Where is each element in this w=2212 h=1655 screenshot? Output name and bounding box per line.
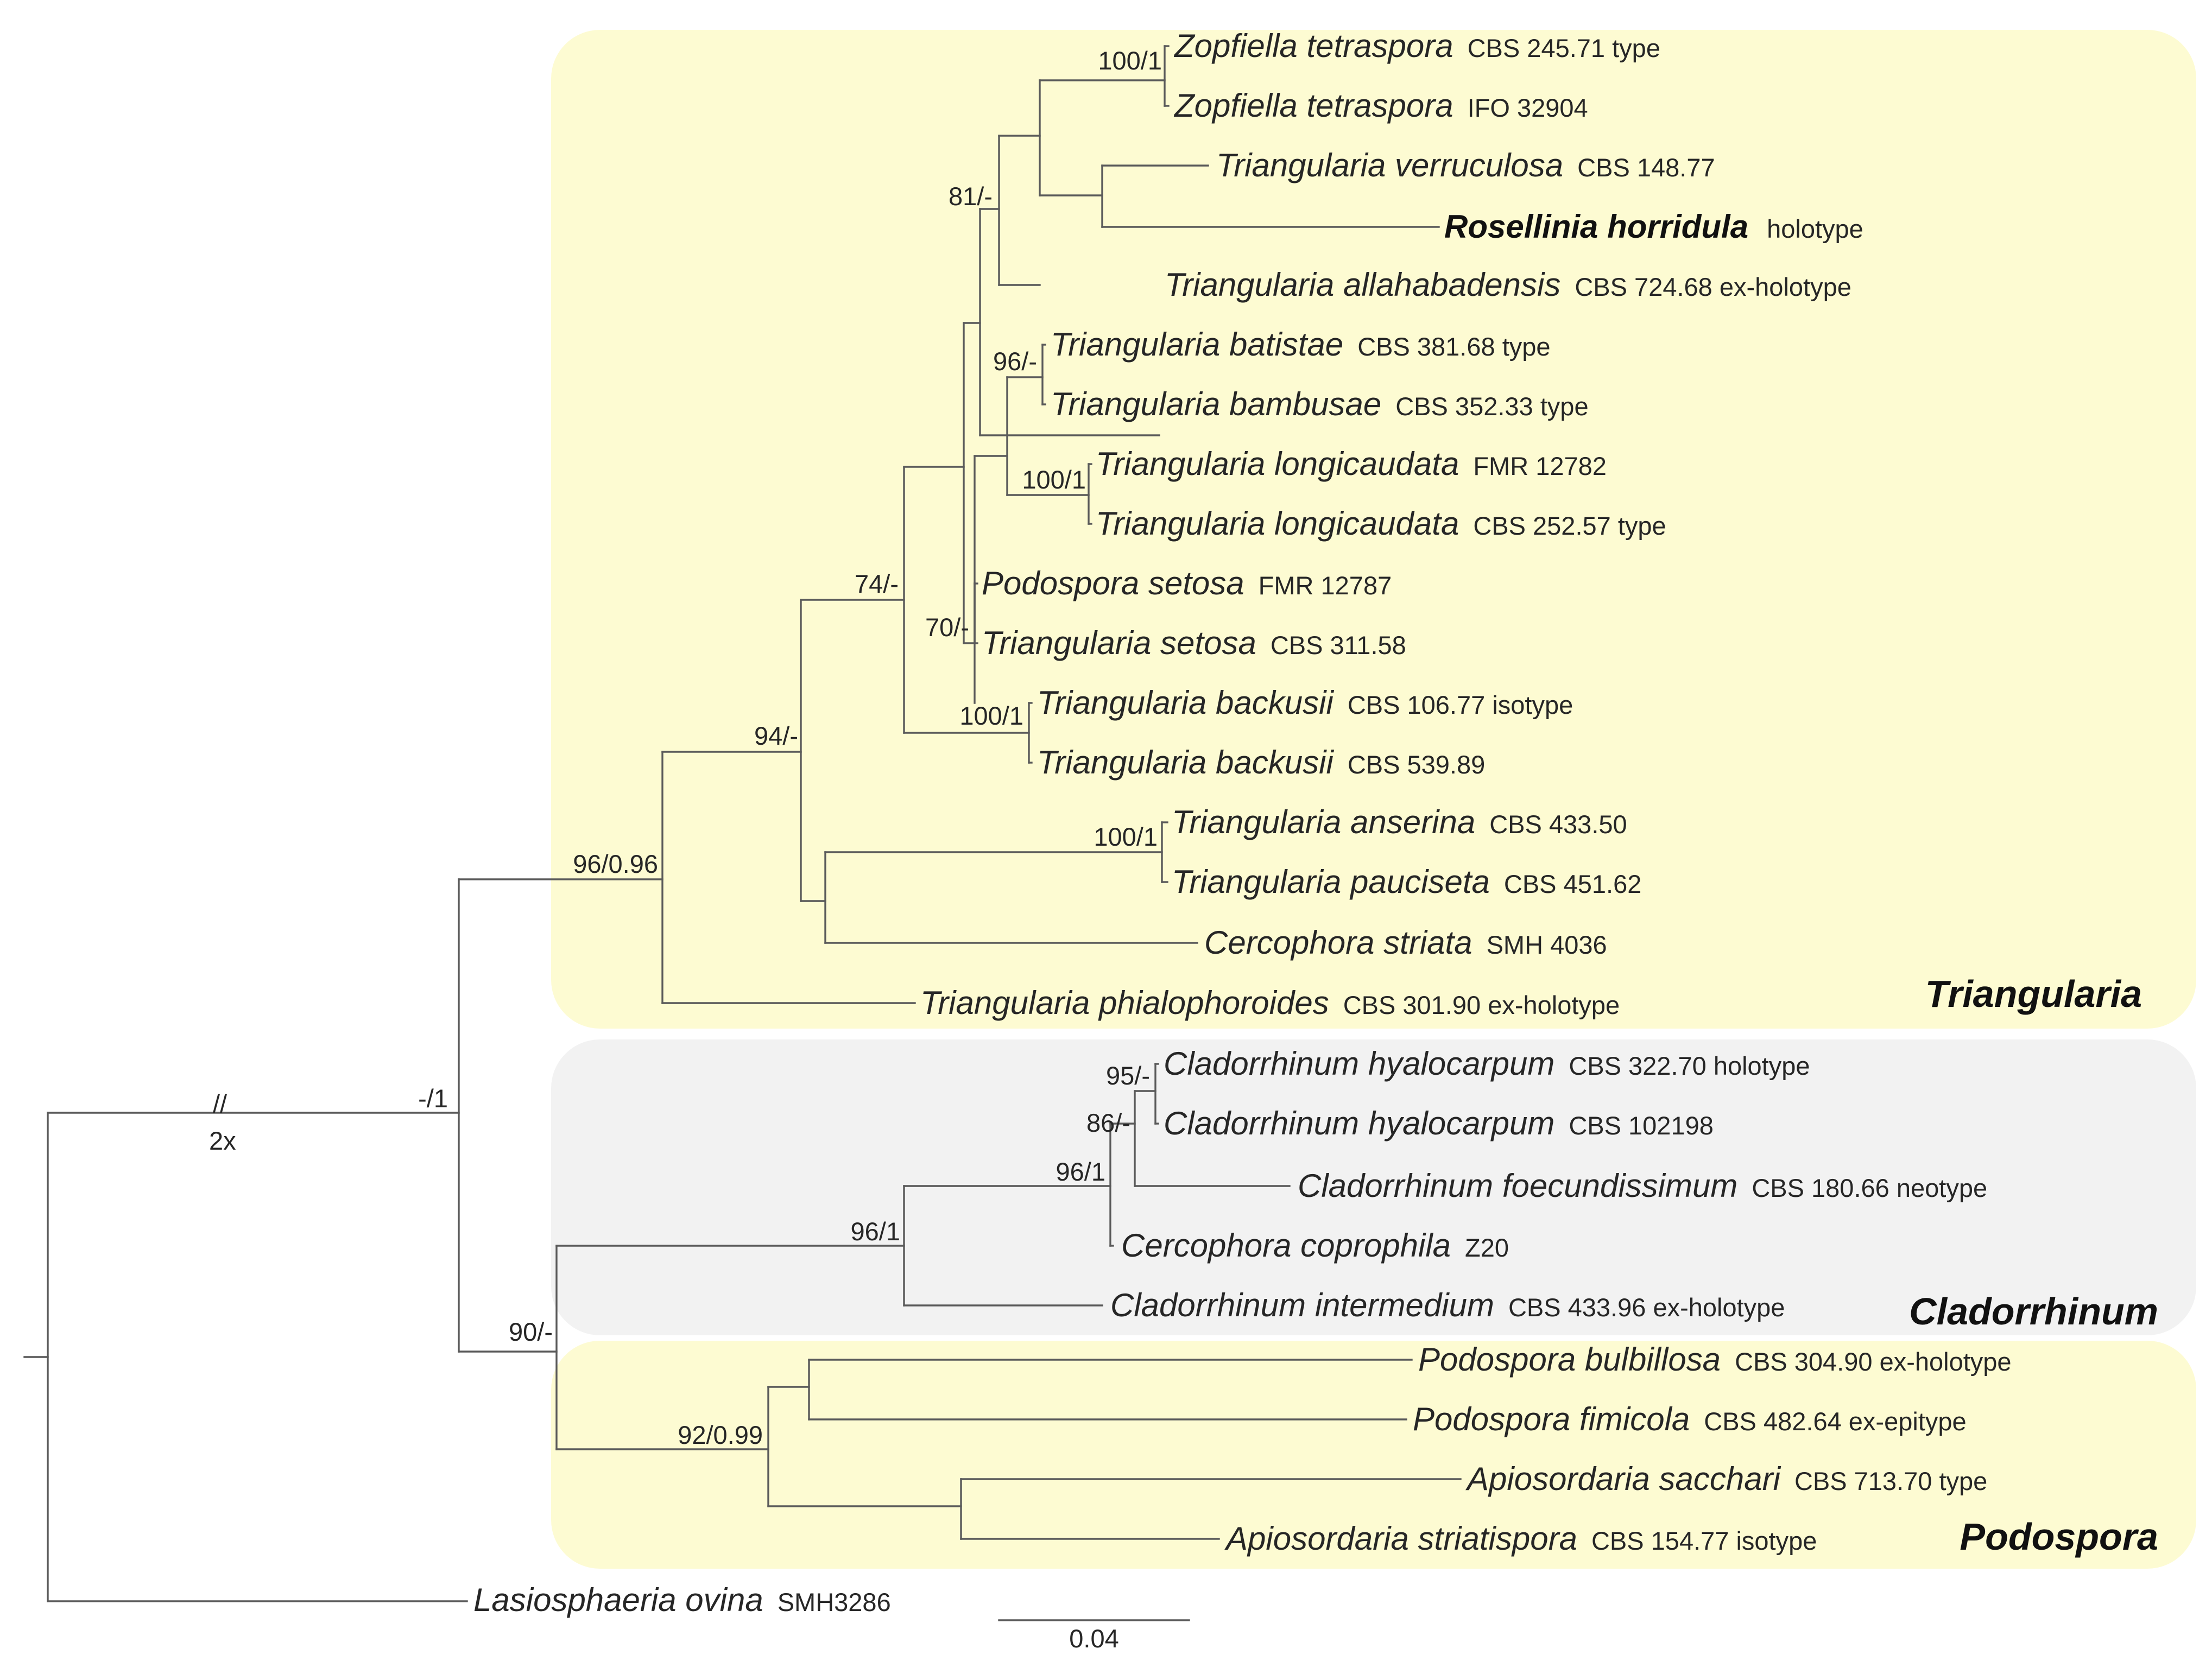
support-value: 100/1 — [1098, 46, 1162, 75]
support-value: 94/- — [754, 721, 798, 750]
branch-break-label: 2x — [209, 1126, 236, 1155]
support-value: 100/1 — [1094, 822, 1158, 851]
support-value: 100/1 — [959, 701, 1023, 730]
clade-box-podospora — [551, 1341, 2196, 1569]
support-value: 90/- — [509, 1317, 553, 1346]
support-value: 96/1 — [851, 1217, 900, 1246]
support-value: 96/- — [993, 347, 1037, 376]
branches — [23, 45, 1462, 1621]
clade-title-podospora: Podospora — [1960, 1516, 2158, 1558]
clade-box-cladorrhinum — [551, 1039, 2196, 1335]
support-values: 100/1 81/- 96/- 100/1 70/- 74/- 100/1 94… — [418, 46, 1162, 1449]
support-value: 95/- — [1106, 1061, 1150, 1090]
clade-title-triangularia: Triangularia — [1925, 973, 2142, 1015]
support-value: 96/1 — [1056, 1157, 1105, 1186]
support-value: 74/- — [855, 569, 899, 598]
support-value: 70/- — [925, 613, 969, 642]
support-value: 96/0.96 — [573, 849, 658, 878]
support-value: 81/- — [949, 182, 993, 211]
clade-title-cladorrhinum: Cladorrhinum — [1909, 1290, 2158, 1333]
support-value: 100/1 — [1022, 465, 1086, 494]
support-value: 92/0.99 — [678, 1421, 763, 1449]
scale-bar-label: 0.04 — [1069, 1624, 1118, 1653]
support-value: 86/- — [1086, 1108, 1130, 1137]
support-value: -/1 — [418, 1084, 448, 1113]
clade-box-triangularia — [551, 30, 2196, 1029]
branch-break-mark: // — [213, 1089, 227, 1118]
